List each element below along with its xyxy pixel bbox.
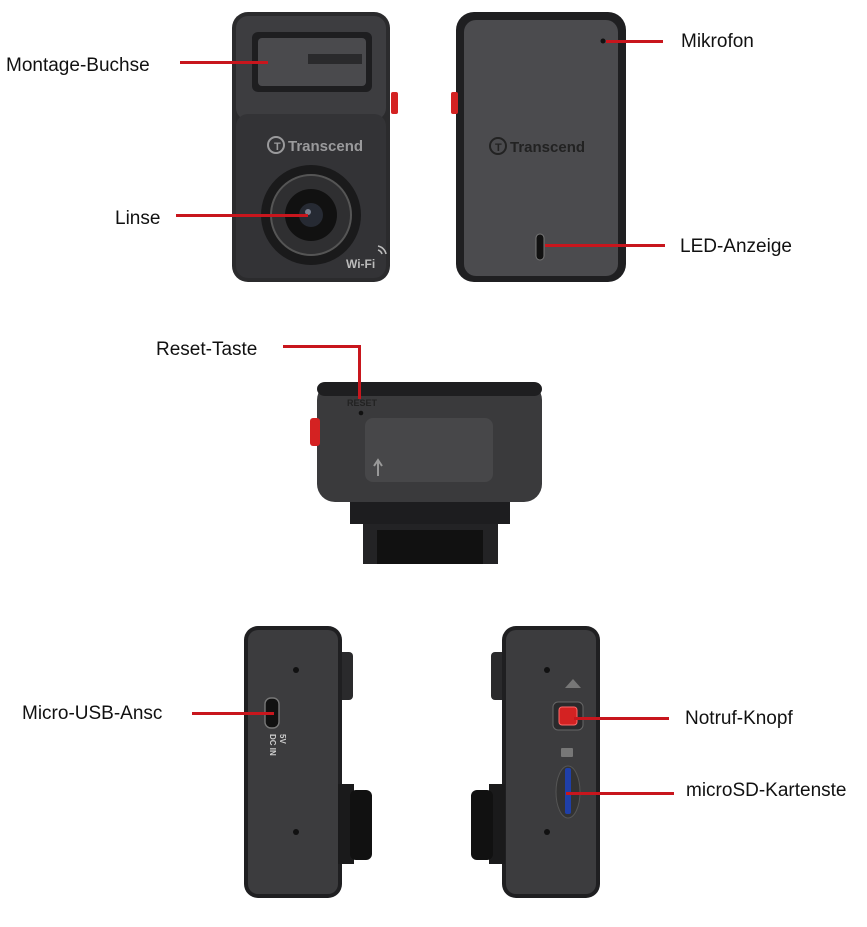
line-mount-socket [180,61,268,64]
screw-bottom-right [544,829,550,835]
warning-icon [565,679,581,688]
back-view: T Transcend [451,12,626,282]
line-reset-v [358,345,361,399]
led-indicator [535,233,545,261]
reset-hole [358,410,364,416]
mount-socket [252,32,372,92]
screw-bottom-left [293,829,299,835]
label-led: LED-Anzeige [680,236,792,257]
port-marking-dcin: DC IN [268,734,277,756]
screw-top-left [293,667,299,673]
line-lens [176,214,308,217]
side-button-back [451,92,458,114]
label-lens: Linse [115,208,161,229]
brand-back-text: Transcend [510,139,585,156]
lens [261,165,361,265]
wifi-icon [377,245,387,255]
brand-front-text: Transcend [288,138,363,155]
sd-card-icon [561,748,573,757]
side-button-top [310,418,320,446]
front-view: T Transcend Wi-Fi [232,12,398,282]
line-reset-h [283,345,361,348]
wifi-text: Wi-Fi [346,257,375,271]
svg-text:T: T [495,142,502,154]
line-led [545,244,665,247]
label-microsd: microSD-Kartenste [686,780,847,801]
reset-marking: RESET [347,398,378,408]
transcend-logo-back: T Transcend [489,137,585,156]
left-side-view: 5V DC IN [244,626,372,898]
label-reset: Reset-Taste [156,339,258,360]
line-emergency [574,717,669,720]
label-micro-usb: Micro-USB-Ansc [22,703,163,724]
microsd-slot [565,768,571,814]
right-side-view [471,626,600,898]
side-button-front [391,92,398,114]
line-microsd [566,792,674,795]
line-micro-usb [192,712,274,715]
microphone-hole [600,38,606,44]
label-microphone: Mikrofon [681,31,754,52]
label-emergency: Notruf-Knopf [685,708,793,729]
screw-top-right [544,667,550,673]
arrow-up-icon [373,458,383,476]
port-marking-5v: 5V [278,734,287,744]
svg-text:T: T [274,141,281,153]
label-mount-socket: Montage-Buchse [6,55,150,76]
line-microphone [606,40,663,43]
transcend-logo-front: T Transcend [267,136,363,155]
emergency-button [558,706,578,726]
top-view: RESET [310,382,542,564]
